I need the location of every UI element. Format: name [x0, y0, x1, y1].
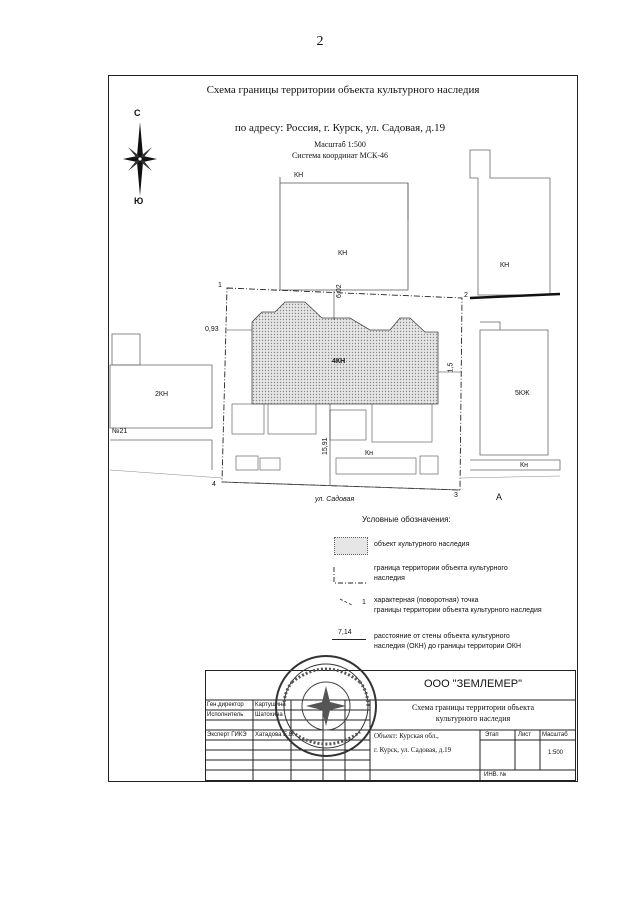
- legend-item-boundary-1: граница территории объекта культурного: [374, 565, 508, 572]
- map-title: Схема границы территории объекта культур…: [206, 84, 480, 96]
- map-scale: Масштаб 1:500: [314, 140, 366, 149]
- compass-north-label: С: [134, 108, 141, 118]
- stamp-role-executor: Исполнитель: [207, 712, 244, 718]
- company-seal-icon: [275, 655, 377, 757]
- point-2: 2: [464, 292, 468, 299]
- stamp-scale-value: 1:500: [548, 750, 564, 756]
- compass-star-icon: [123, 122, 157, 196]
- legend-item-distance-1: расстояние от стены объекта культурного: [374, 633, 510, 640]
- legend-point-symbol: [339, 598, 353, 606]
- label-kn-right: КН: [500, 262, 510, 269]
- legend-distance-line: [332, 639, 366, 640]
- compass-rose: С Ю: [120, 108, 160, 208]
- label-a: А: [496, 492, 503, 502]
- label-kn-bottom: Кн: [365, 450, 373, 457]
- stamp-role-expert: Эксперт ГИКЭ: [207, 732, 247, 738]
- stamp-doc-title-1: Схема границы территории объекта: [411, 703, 535, 712]
- legend-item-distance-2: наследия (ОКН) до границы территории ОКН: [374, 643, 521, 650]
- dimension-bottom: 15,91: [322, 437, 329, 455]
- legend-heading: Условные обозначения:: [362, 515, 451, 524]
- title-block-grid: [205, 670, 576, 781]
- point-3: 3: [454, 492, 458, 499]
- building-kn-top: [279, 182, 409, 291]
- label-kn-bottom-right: Кн: [520, 462, 528, 469]
- okn-building: [251, 301, 439, 405]
- dimension-top: 6,02: [336, 284, 343, 298]
- stamp-header-stage: Этап: [485, 732, 499, 738]
- label-kn-big: КН: [338, 250, 348, 257]
- legend-item-boundary-2: наследия: [374, 575, 405, 582]
- map-address: по адресу: Россия, г. Курск, ул. Садовая…: [234, 122, 446, 134]
- stamp-name-executor: Шатохина: [255, 712, 283, 718]
- label-kn-top: КН: [294, 172, 304, 179]
- label-5kzh: 5КЖ: [515, 390, 530, 397]
- outbuildings: [231, 403, 439, 475]
- page-number: 2: [316, 34, 324, 49]
- label-house-no: №21: [112, 428, 128, 435]
- stamp-inventory-number: ИНВ. №: [484, 772, 507, 778]
- label-street: ул. Садовая: [315, 496, 355, 503]
- label-okn: 4КН: [332, 358, 346, 365]
- label-2kn: 2КН: [155, 391, 169, 398]
- compass-south-label: Ю: [134, 196, 144, 206]
- okn-territory-boundary: [221, 287, 463, 491]
- legend-okn-swatch: [334, 537, 368, 555]
- stamp-name-director: Картушина: [255, 702, 286, 708]
- stamp-doc-title-2: культурного наследия: [435, 714, 511, 723]
- building-kn-right: [469, 149, 551, 296]
- stamp-header-scale: Масштаб: [542, 732, 568, 738]
- stamp-company: ООО "ЗЕМЛЕМЕР": [423, 678, 523, 690]
- building-2kn: [109, 364, 213, 429]
- stamp-object-1: Объект: Курская обл.,: [374, 732, 439, 740]
- legend-item-okn: объект культурного наследия: [374, 541, 470, 548]
- stamp-role-director: Ген.директор: [207, 702, 244, 708]
- dimension-right: 1,5: [447, 362, 455, 373]
- legend-point-mark: 1: [362, 599, 366, 606]
- point-4: 4: [212, 481, 216, 488]
- legend: Условные обозначения: объект культурного…: [300, 515, 580, 665]
- point-1: 1: [218, 282, 222, 289]
- stamp-object-2: г. Курск, ул. Садовая, д.19: [374, 746, 452, 754]
- stamp-name-expert: Хатадова Е.В.: [255, 732, 295, 738]
- building-5kzh: [479, 329, 549, 456]
- stamp-header-sheet: Лист: [518, 732, 532, 738]
- drawing-sheet-frame: [108, 75, 578, 782]
- legend-distance-mark: 7,14: [338, 629, 352, 636]
- coordinate-system: Система координат МСК-46: [291, 151, 389, 160]
- legend-item-point-1: характерная (поворотная) точка: [374, 597, 479, 604]
- legend-item-point-2: границы территории объекта культурного н…: [374, 607, 542, 614]
- dimension-left: 0,93: [205, 326, 219, 333]
- legend-boundary-symbol: [333, 567, 368, 584]
